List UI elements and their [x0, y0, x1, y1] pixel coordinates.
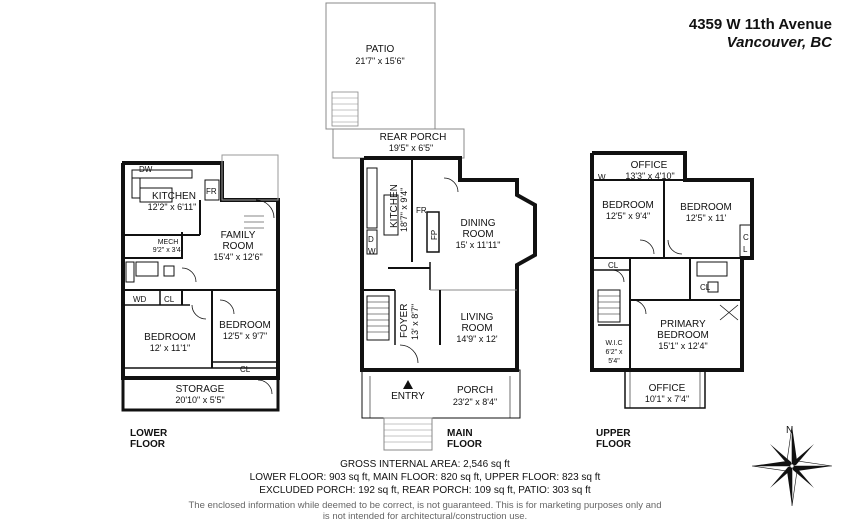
patio-dims: 21'7" x 15'6": [355, 56, 404, 66]
upper-office-2-dims: 10'1" x 7'4": [645, 394, 689, 404]
main-washer-tag: W: [368, 247, 376, 256]
lower-closet-tag: CL: [164, 295, 175, 304]
compass-north-label: N: [786, 425, 793, 436]
lower-closet-2-tag: CL: [240, 365, 251, 374]
upper-bedroom-2-label: BEDROOM: [680, 202, 732, 213]
entry-arrow-icon: [403, 380, 413, 389]
storage-label: STORAGE: [176, 384, 225, 395]
mech-label: MECH: [158, 239, 179, 246]
dishwasher-tag: DW: [139, 165, 153, 174]
compass-rose-icon: [751, 425, 833, 507]
upper-office-2-label: OFFICE: [649, 383, 686, 394]
primary-bedroom-label-2: BEDROOM: [657, 330, 709, 341]
upper-closet-1-tag: CL: [608, 261, 619, 270]
main-floor-plan: [325, 2, 537, 451]
wic-dims: 6'2" x: [605, 349, 623, 356]
disclaimer-line-2: is not intended for architectural/constr…: [322, 511, 528, 522]
excluded-areas-text: EXCLUDED PORCH: 192 sq ft, REAR PORCH: 1…: [259, 485, 591, 496]
lower-kitchen-label: KITCHEN: [152, 191, 196, 202]
floor-areas-text: LOWER FLOOR: 903 sq ft, MAIN FLOOR: 820 …: [249, 472, 601, 483]
upper-closet-2-tag: CL: [700, 283, 711, 292]
upper-office-label: OFFICE: [631, 160, 668, 171]
address-street: 4359 W 11th Avenue: [688, 16, 832, 33]
foyer-label: FOYER: [399, 304, 410, 338]
upper-office-dims: 13'3" x 4'10": [625, 171, 674, 181]
upper-floor-labels: OFFICE W 13'3" x 4'10" BEDROOM 12'5" x 9…: [596, 160, 749, 450]
main-floor-title-2: FLOOR: [447, 439, 483, 450]
fridge-tag: FR: [206, 187, 217, 196]
lower-floor-title: LOWER: [130, 428, 168, 439]
family-room-label-2: ROOM: [222, 241, 253, 252]
living-room-dims: 14'9" x 12': [456, 334, 497, 344]
family-room-dims: 15'4" x 12'6": [213, 252, 262, 262]
lower-bedroom-2-dims: 12'5" x 9'7": [223, 331, 267, 341]
storage-dims: 20'10" x 5'5": [175, 395, 224, 405]
porch-dims: 23'2" x 8'4": [453, 397, 497, 407]
address-city: Vancouver, BC: [726, 34, 832, 51]
upper-bedroom-1-dims: 12'5" x 9'4": [606, 211, 650, 221]
dining-room-label: DINING: [461, 218, 496, 229]
lower-floor-labels: DW FR KITCHEN 12'2" x 6'11" FAMILY ROOM …: [130, 165, 271, 450]
upper-floor-title: UPPER: [596, 428, 631, 439]
disclaimer-line-1: The enclosed information while deemed to…: [188, 500, 662, 511]
fireplace-tag: FP: [430, 230, 439, 240]
primary-bedroom-label: PRIMARY: [660, 319, 706, 330]
main-floor-labels: PATIO 21'7" x 15'6" REAR PORCH 19'5" x 6…: [355, 44, 500, 450]
mech-dims: 9'2" x 3'4": [153, 247, 184, 254]
dining-room-dims: 15' x 11'11": [456, 240, 501, 250]
lower-floor-title-2: FLOOR: [130, 439, 166, 450]
main-kitchen-label: KITCHEN: [389, 184, 400, 228]
upper-window-tag: W: [598, 173, 606, 182]
rear-porch-label: REAR PORCH: [380, 132, 447, 143]
lower-floor-plan: [121, 154, 280, 412]
wic-label: W.I.C: [605, 340, 622, 347]
patio-label: PATIO: [366, 44, 395, 55]
upper-bedroom-1-label: BEDROOM: [602, 200, 654, 211]
lower-kitchen-dims: 12'2" x 6'11": [148, 202, 197, 212]
main-dryer-tag: D: [368, 235, 374, 244]
dining-room-label-2: ROOM: [462, 229, 493, 240]
rear-porch-dims: 19'5" x 6'5": [389, 143, 433, 153]
upper-closet-l-tag: L: [743, 245, 748, 254]
upper-bedroom-2-dims: 12'5" x 11': [686, 213, 727, 223]
living-room-label-2: ROOM: [461, 323, 492, 334]
main-fridge-tag: FR: [416, 206, 427, 215]
living-room-label: LIVING: [461, 312, 494, 323]
main-floor-title: MAIN: [447, 428, 473, 439]
wic-dims-2: 5'4": [608, 358, 620, 365]
lower-bedroom-1-dims: 12' x 11'1": [150, 343, 191, 353]
primary-bedroom-dims: 15'1" x 12'4": [658, 341, 707, 351]
washer-dryer-tag: WD: [133, 295, 147, 304]
gross-area-text: GROSS INTERNAL AREA: 2,546 sq ft: [340, 459, 510, 470]
upper-closet-c-tag: C: [743, 233, 749, 242]
foyer-dims: 13' x 8'7": [410, 304, 420, 340]
family-room-label: FAMILY: [221, 230, 256, 241]
entry-label: ENTRY: [391, 391, 425, 402]
lower-bedroom-1-label: BEDROOM: [144, 332, 196, 343]
main-kitchen-dims: 18'7" x 9'4": [399, 188, 409, 232]
porch-label: PORCH: [457, 385, 493, 396]
upper-floor-plan: [590, 151, 754, 409]
lower-bedroom-2-label: BEDROOM: [219, 320, 271, 331]
upper-floor-title-2: FLOOR: [596, 439, 632, 450]
